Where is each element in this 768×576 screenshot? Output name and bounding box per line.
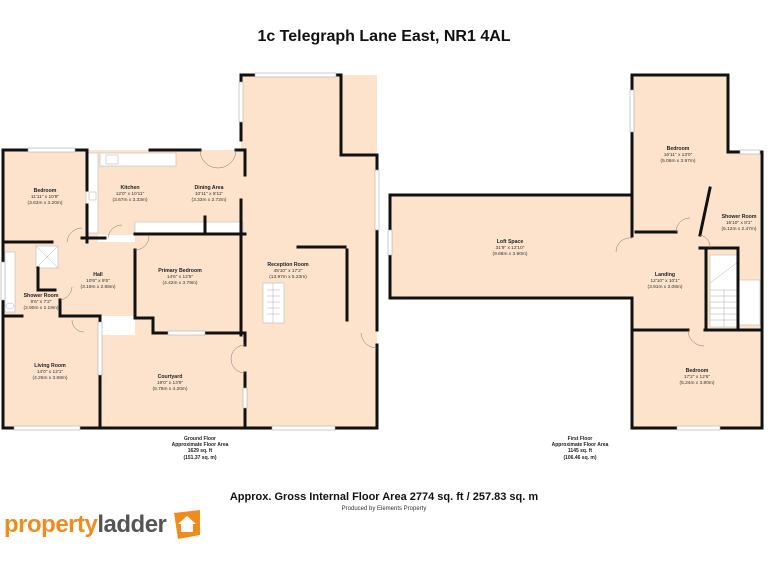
first-floor-area-caption: Approximate Floor Area xyxy=(551,442,609,449)
ground-floor-name: Ground Floor xyxy=(184,436,216,442)
svg-text:(3.63m x 3.20m): (3.63m x 3.20m) xyxy=(28,200,63,206)
logo-text-ladder: ladder xyxy=(97,511,167,538)
ground-floor-area-label: Ground Floor Approximate Floor Area 1629… xyxy=(130,436,270,461)
svg-text:9'6" x 7'2": 9'6" x 7'2" xyxy=(31,299,52,305)
svg-text:16'10" x 8'1": 16'10" x 8'1" xyxy=(726,220,753,226)
first-floor xyxy=(390,75,760,430)
svg-text:12'10" x 10'1": 12'10" x 10'1" xyxy=(651,278,680,284)
svg-text:(13.97m x 5.23m): (13.97m x 5.23m) xyxy=(269,274,307,280)
room-living-room: Living Room 14'0" x 12'1" (4.26m x 3.68m… xyxy=(33,363,68,381)
svg-text:Loft Space: Loft Space xyxy=(497,239,524,245)
producer-credit: Produced by Elements Property xyxy=(341,506,427,512)
svg-text:Landing: Landing xyxy=(655,272,675,278)
svg-text:Dining Area: Dining Area xyxy=(195,185,224,191)
svg-text:14'6" x 12'5": 14'6" x 12'5" xyxy=(167,274,194,280)
room-bedroom-first-1: Bedroom 16'11" x 13'0" (5.06m x 3.97m) xyxy=(661,146,696,164)
svg-text:Courtyard: Courtyard xyxy=(158,374,183,380)
svg-text:(2.90m x 2.19m): (2.90m x 2.19m) xyxy=(24,305,59,311)
svg-text:Bedroom: Bedroom xyxy=(667,146,690,152)
svg-text:(9.68m x 3.90m): (9.68m x 3.90m) xyxy=(493,251,528,257)
svg-text:Kitchen: Kitchen xyxy=(120,185,139,191)
svg-text:45'10" x 17'2": 45'10" x 17'2" xyxy=(274,268,303,274)
svg-text:(5.78m x 4.20m): (5.78m x 4.20m) xyxy=(153,386,188,392)
ground-floor-area-sqft: 1629 sq. ft xyxy=(187,448,213,455)
gross-floor-area: Approx. Gross Internal Floor Area 2774 s… xyxy=(229,491,539,503)
ground-floor-area-sqm: (151.37 sq. m) xyxy=(183,454,217,461)
room-dining-area: Dining Area 10'11" x 8'11" (3.33m x 2.72… xyxy=(192,185,227,203)
room-bedroom-ground: Bedroom 11'11" x 10'8" (3.63m x 3.20m) xyxy=(28,188,63,206)
svg-text:Hall: Hall xyxy=(93,272,103,278)
house-icon xyxy=(174,510,201,539)
svg-text:(4.42m x 3.79m): (4.42m x 3.79m) xyxy=(163,280,198,286)
page-title: 1c Telegraph Lane East, NR1 4AL xyxy=(257,28,511,45)
svg-text:12'0" x 10'11": 12'0" x 10'11" xyxy=(116,191,145,197)
first-floor-name: First Floor xyxy=(567,436,593,442)
ground-floor xyxy=(3,75,377,430)
svg-text:14'0" x 12'1": 14'0" x 12'1" xyxy=(37,369,64,375)
room-shower-room-ground: Shower Room 9'6" x 7'2" (2.90m x 2.19m) xyxy=(24,293,59,311)
room-loft-space: Loft Space 31'9" x 12'10" (9.68m x 3.90m… xyxy=(493,239,528,257)
svg-text:(3.33m x 2.72m): (3.33m x 2.72m) xyxy=(192,197,227,203)
first-floor-area-label: First Floor Approximate Floor Area 1145 … xyxy=(510,436,650,461)
svg-text:(4.26m x 3.68m): (4.26m x 3.68m) xyxy=(33,375,68,381)
svg-text:(5.12m x 2.47m): (5.12m x 2.47m) xyxy=(722,226,757,232)
svg-text:31'9" x 12'10": 31'9" x 12'10" xyxy=(496,245,525,251)
room-shower-room-first: Shower Room 16'10" x 8'1" (5.12m x 2.47m… xyxy=(722,214,757,232)
svg-text:17'2" x 12'6": 17'2" x 12'6" xyxy=(684,374,711,380)
svg-text:(5.06m x 3.97m): (5.06m x 3.97m) xyxy=(661,158,696,164)
svg-text:11'11" x 10'8": 11'11" x 10'8" xyxy=(31,194,60,200)
svg-text:(3.67m x 3.33m): (3.67m x 3.33m) xyxy=(113,197,148,203)
svg-text:Reception Room: Reception Room xyxy=(267,262,309,268)
room-courtyard: Courtyard 19'0" x 13'9" (5.78m x 4.20m) xyxy=(153,374,188,392)
svg-text:16'11" x 13'0": 16'11" x 13'0" xyxy=(664,152,693,158)
room-hall: Hall 10'6" x 9'5" (3.19m x 2.88m) xyxy=(81,272,116,290)
room-primary-bedroom: Primary Bedroom 14'6" x 12'5" (4.42m x 3… xyxy=(158,268,202,286)
svg-text:Shower Room: Shower Room xyxy=(24,293,59,299)
svg-text:Shower Room: Shower Room xyxy=(722,214,757,220)
first-floor-area-sqm: (106.46 sq. m) xyxy=(563,454,597,461)
svg-text:(5.24m x 3.80m): (5.24m x 3.80m) xyxy=(680,380,715,386)
room-reception-room: Reception Room 45'10" x 17'2" (13.97m x … xyxy=(267,262,309,280)
svg-text:19'0" x 13'9": 19'0" x 13'9" xyxy=(157,380,184,386)
room-bedroom-first-2: Bedroom 17'2" x 12'6" (5.24m x 3.80m) xyxy=(680,368,715,386)
svg-text:(3.19m x 2.88m): (3.19m x 2.88m) xyxy=(81,284,116,290)
svg-text:Bedroom: Bedroom xyxy=(34,188,57,194)
ground-floor-area-caption: Approximate Floor Area xyxy=(171,442,229,449)
svg-text:Primary Bedroom: Primary Bedroom xyxy=(158,268,202,274)
svg-text:(3.91m x 3.08m): (3.91m x 3.08m) xyxy=(648,284,683,290)
room-kitchen: Kitchen 12'0" x 10'11" (3.67m x 3.33m) xyxy=(113,185,148,203)
logo-text-property: property xyxy=(4,511,98,538)
svg-text:10'6" x 9'5": 10'6" x 9'5" xyxy=(86,278,110,284)
room-landing: Landing 12'10" x 10'1" (3.91m x 3.08m) xyxy=(648,272,683,290)
svg-text:Living Room: Living Room xyxy=(34,363,66,369)
svg-text:10'11" x 8'11": 10'11" x 8'11" xyxy=(195,191,224,197)
first-floor-area-sqft: 1145 sq. ft xyxy=(567,448,593,455)
svg-text:Bedroom: Bedroom xyxy=(686,368,709,374)
